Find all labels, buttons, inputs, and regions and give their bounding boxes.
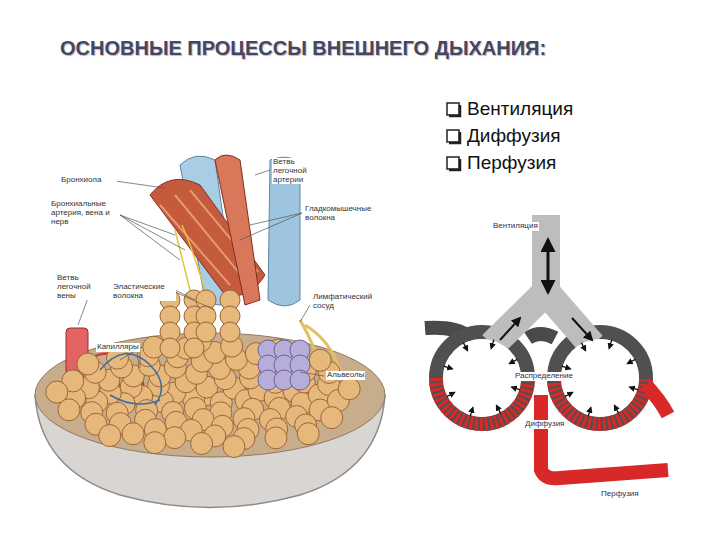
- distribution-arrow: [500, 318, 592, 340]
- leader-line: [78, 298, 88, 325]
- alveolus: [223, 436, 245, 458]
- diffusion-arrow: [609, 340, 612, 349]
- part-label: Лимфатический сосуд: [312, 293, 372, 311]
- tissue-base: [35, 395, 385, 508]
- alveolus: [309, 349, 331, 371]
- vessel-band: [528, 334, 555, 338]
- leader-line: [240, 213, 302, 240]
- alveolus: [99, 425, 121, 447]
- diffusion-arrow: [491, 340, 494, 349]
- part-label: Бронхиола: [60, 176, 117, 185]
- alveolus: [220, 322, 240, 342]
- diffusion-arrow: [496, 405, 500, 413]
- diffusion-arrow: [614, 405, 618, 413]
- diffusion-arrow: [581, 343, 585, 351]
- part-label: Капилляры: [96, 343, 140, 352]
- diffusion-arrow: [444, 366, 453, 369]
- airway: [492, 215, 592, 345]
- alveolus: [443, 339, 521, 417]
- alveolus: [297, 423, 319, 445]
- part-label: Бронхиальные артерия, вена и нерв: [50, 200, 120, 226]
- alveolus: [164, 427, 186, 449]
- alveolus: [46, 381, 68, 403]
- process-label: Вентиляция: [492, 222, 539, 231]
- diffusion-arrow: [562, 366, 571, 369]
- bullet-shadow: [449, 132, 460, 143]
- alveolus: [160, 338, 180, 358]
- outflow-band: [646, 385, 668, 415]
- bullet-shadow: [449, 159, 460, 170]
- alveolar-sac: [258, 340, 310, 390]
- part-label: Альвеолы: [326, 371, 365, 380]
- alveolus: [77, 353, 99, 375]
- diffusion-arrows: [444, 340, 638, 416]
- diffusion-arrow: [627, 359, 635, 363]
- process-label: Распределение: [514, 372, 574, 381]
- bullet-item: Диффузия: [467, 126, 561, 147]
- alveolus: [321, 407, 343, 429]
- alveolus: [122, 423, 144, 445]
- ventilation-arrow: [547, 240, 550, 292]
- alveolus: [338, 378, 360, 400]
- leader-line: [115, 181, 165, 188]
- process-label: Перфузия: [600, 490, 640, 499]
- leader-line: [300, 305, 310, 322]
- leader-line: [255, 170, 270, 175]
- slide-title: ОСНОВНЫЕ ПРОЦЕССЫ ВНЕШНЕГО ДЫХАНИЯ:: [60, 37, 546, 59]
- alveolus: [144, 432, 166, 454]
- alveolus: [191, 433, 213, 455]
- diffusion-arrow: [630, 387, 639, 390]
- bullet-boxes: [447, 103, 460, 170]
- bullet-shadow: [449, 105, 460, 116]
- diffusion-arrow: [588, 408, 591, 417]
- process-label: Диффузия: [524, 420, 565, 429]
- leader-line: [175, 290, 215, 310]
- diffusion-arrow: [565, 392, 573, 396]
- diffusion-arrow: [512, 387, 521, 390]
- bronchiole: [215, 155, 260, 305]
- leader-line: [300, 372, 324, 376]
- alveolus: [184, 338, 204, 358]
- bullet-box: [447, 157, 459, 169]
- leader-line: [120, 215, 185, 260]
- respiration-scheme: [425, 215, 668, 478]
- diffusion-arrow: [463, 343, 467, 351]
- part-label: Ветвь легочной вены: [56, 274, 103, 300]
- alveoli-cluster: [46, 290, 360, 458]
- diffusion-arrow: [447, 392, 455, 396]
- bullet-box: [447, 130, 459, 142]
- capillary-net: [100, 354, 161, 405]
- bullet-item: Перфузия: [467, 153, 556, 174]
- bullet-box: [447, 103, 459, 115]
- part-label: Гладкомышечные волокна: [304, 205, 368, 223]
- part-label: Эластические волокна: [112, 283, 176, 301]
- diffusion-arrow: [509, 359, 517, 363]
- bullet-item: Вентиляция: [467, 99, 573, 120]
- diffusion-arrow: [470, 408, 473, 417]
- alveolus: [265, 427, 287, 449]
- part-label: Ветвь легочной артерии: [272, 158, 324, 184]
- lung-illustration: [35, 155, 385, 508]
